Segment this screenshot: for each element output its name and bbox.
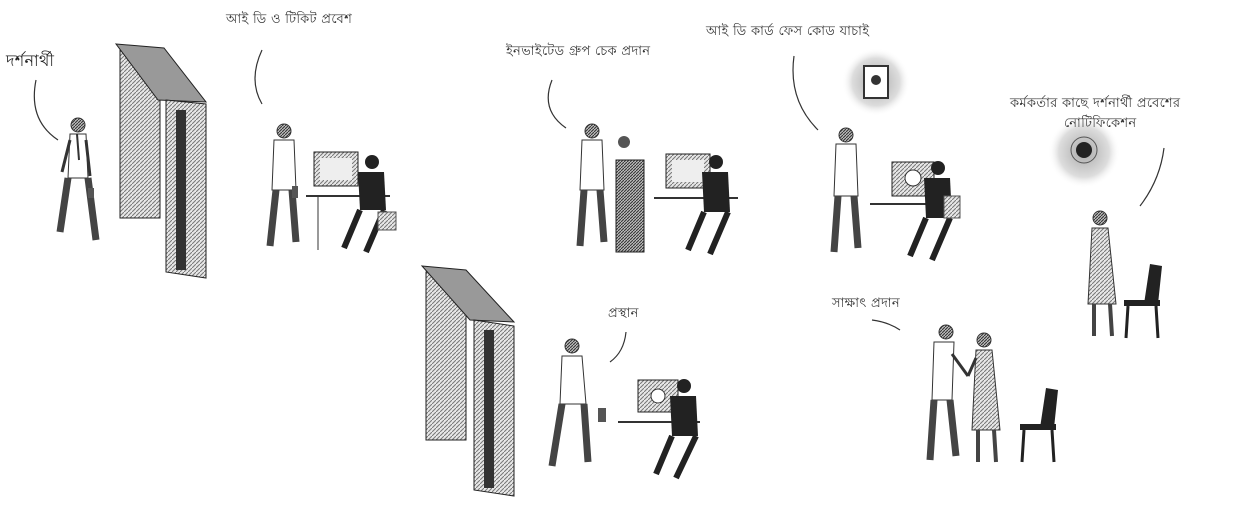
label-step3: আই ডি কার্ড ফেস কোড যাচাই [706, 24, 870, 39]
label-step2: ইনভাইটেড গ্ৰুপ চেক প্রদান [506, 44, 651, 59]
walking-visitor-figure [56, 117, 100, 241]
visitor-at-desk-3 [830, 127, 862, 253]
visitor-at-desk-1 [266, 123, 300, 247]
pointer-line-step1 [254, 49, 263, 105]
officer-desk-2 [654, 153, 738, 256]
turnstile-gate-1 [114, 43, 208, 279]
label-visitor: দর্শনার্থী [6, 51, 55, 70]
chair-1 [1124, 264, 1162, 339]
officer-desk-4 [618, 379, 700, 480]
pointer-line-step3 [792, 55, 819, 131]
reception-counter [615, 136, 645, 253]
handshake-figures [926, 324, 1001, 463]
label-step4-line2: নোটিফিকেশন [1064, 116, 1137, 131]
label-step4-line1: কর্মকর্তার কাছে দর্শনার্থী প্রবেশের [1010, 96, 1181, 111]
notification-halo [1048, 116, 1120, 188]
pointer-line-step4 [1139, 147, 1165, 207]
face-id-halo [842, 48, 910, 116]
exiting-visitor-figure [548, 338, 606, 467]
pointer-line-step6 [871, 319, 901, 331]
pointer-line-step5 [609, 331, 627, 363]
officer-desk-3 [870, 161, 961, 262]
pointer-line-visitor [33, 79, 59, 141]
label-step6: সাক্ষাৎ প্রদান [832, 296, 900, 311]
label-step1: আই ডি ও টিকিট প্রবেশ [226, 12, 353, 27]
pointer-line-step2 [547, 79, 567, 129]
officer-desk-1 [306, 151, 397, 254]
chair-2 [1020, 388, 1058, 463]
standing-official-figure [1087, 210, 1117, 337]
label-step5: প্রস্থান [608, 306, 639, 321]
turnstile-gate-2 [420, 265, 516, 497]
visitor-at-desk-2 [576, 123, 608, 247]
